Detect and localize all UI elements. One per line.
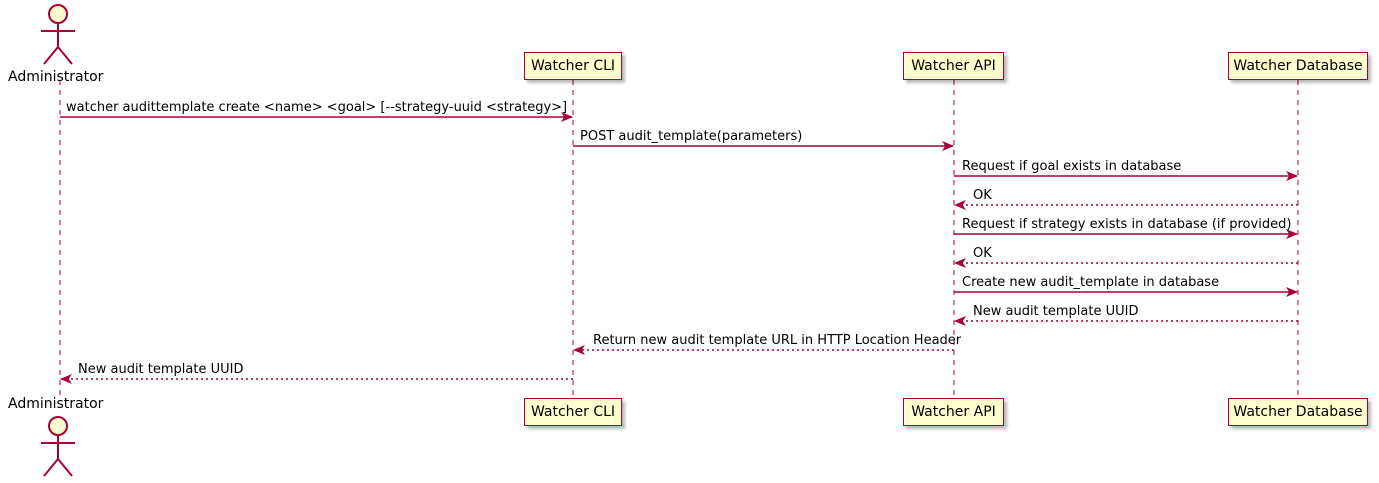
participant-box-watcher-api-top[interactable]: Watcher API [903,52,1004,80]
message-label-7: Create new audit_template in database [962,275,1220,290]
message-label-6: OK [973,246,992,261]
participant-box-watcher-api-bottom[interactable]: Watcher API [903,398,1004,426]
message-label-9: Return new audit template URL in HTTP Lo… [593,333,962,348]
participant-box-watcher-database-bottom[interactable]: Watcher Database [1228,398,1368,426]
messages-group [60,112,1298,384]
actor-label-administrator-bottom: Administrator [8,396,104,412]
message-label-10: New audit template UUID [78,362,244,377]
message-label-3: Request if goal exists in database [962,159,1182,174]
message-label-5: Request if strategy exists in database (… [962,217,1292,232]
participant-box-watcher-cli-bottom[interactable]: Watcher CLI [524,398,622,426]
participant-box-watcher-cli-top[interactable]: Watcher CLI [524,52,622,80]
actor-label-administrator-top: Administrator [8,69,104,85]
message-label-8: New audit template UUID [973,304,1139,319]
actor-glyph-top [41,4,75,65]
actor-glyph-bottom [41,416,75,477]
message-label-2: POST audit_template(parameters) [580,129,803,144]
lifelines-group [59,80,1299,398]
message-label-4: OK [973,188,992,203]
participant-box-watcher-database-top[interactable]: Watcher Database [1228,52,1368,80]
message-label-1: watcher audittemplate create <name> <goa… [66,100,568,115]
